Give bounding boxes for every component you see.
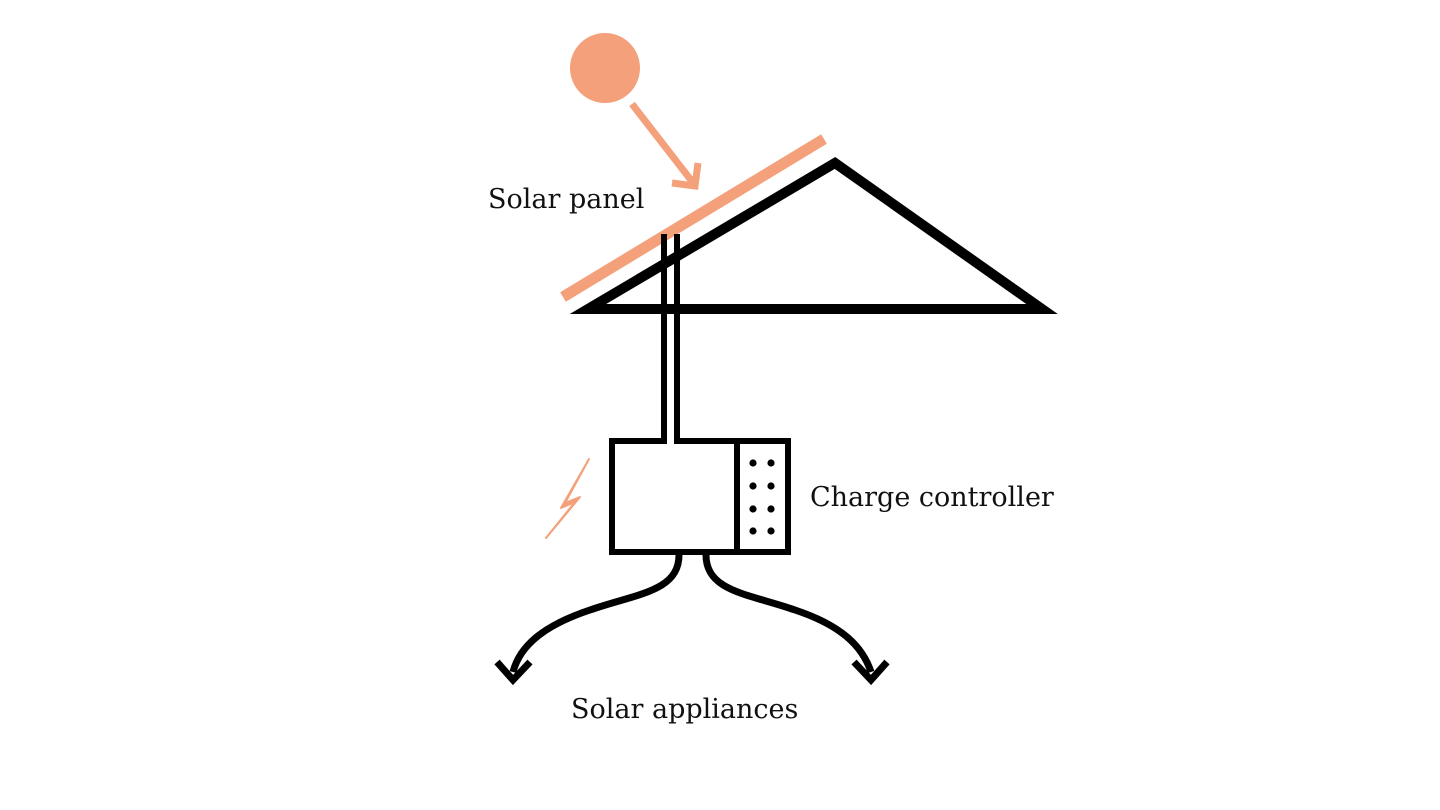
arrow-down-icon bbox=[851, 659, 890, 686]
sun-icon bbox=[570, 33, 640, 103]
charge-controller-label: Charge controller bbox=[810, 482, 1054, 513]
appliance-wires bbox=[509, 554, 875, 674]
lightning-bolt-icon bbox=[545, 458, 590, 539]
controller-indicator-dots bbox=[749, 459, 775, 535]
solar-panel-strip bbox=[560, 134, 827, 302]
arrow-down-icon bbox=[494, 659, 533, 686]
sun-ray-arrow bbox=[629, 101, 702, 190]
panel-wires bbox=[661, 234, 680, 443]
solar-appliances-label: Solar appliances bbox=[571, 694, 799, 725]
solar-panel-label: Solar panel bbox=[488, 184, 645, 215]
charge-controller-box bbox=[609, 436, 791, 555]
house-roof-icon bbox=[569, 157, 1058, 314]
